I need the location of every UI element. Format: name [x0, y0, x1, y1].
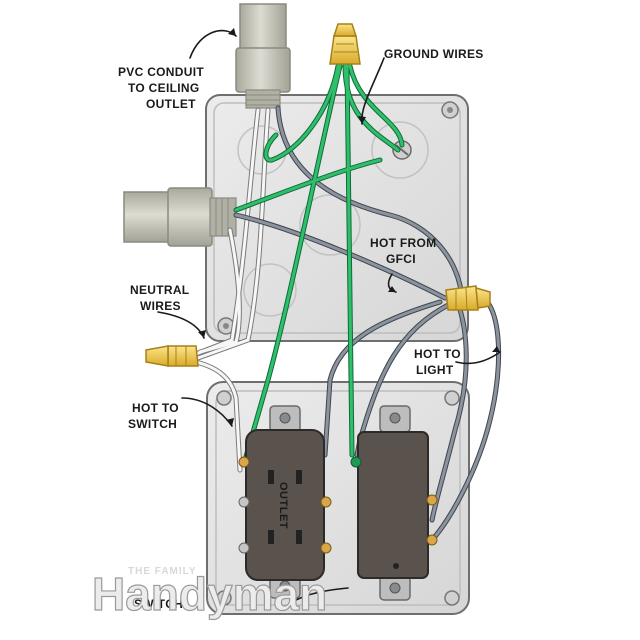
- label-hot-to-light: HOT TO LIGHT: [414, 347, 461, 377]
- label-hot-from-gfci: HOT FROM GFCI: [370, 236, 436, 266]
- watermark-brand: Handyman: [92, 568, 327, 620]
- label-pvc-conduit: PVC CONDUIT TO CEILING OUTLET: [118, 65, 204, 111]
- label-hot-to-light-line-1: HOT TO: [414, 347, 461, 361]
- label-hot-to-light-line-2: LIGHT: [416, 363, 454, 377]
- ground-wires: [233, 63, 405, 463]
- label-hot-to-switch-line-1: HOT TO: [132, 401, 179, 415]
- wire-nut-neutral: [145, 345, 199, 367]
- label-hot-from-gfci-line-1: HOT FROM: [370, 236, 436, 250]
- outlet-device: OUTLET: [238, 405, 332, 599]
- label-neutral-line-1: NEUTRAL: [130, 283, 189, 297]
- watermark: THE FAMILY SWITCH Handyman: [91, 566, 327, 621]
- watermark-small: THE FAMILY: [128, 566, 197, 577]
- label-pvc-line-1: PVC CONDUIT: [118, 65, 204, 79]
- label-ground-wires: GROUND WIRES: [384, 47, 484, 61]
- label-hot-from-gfci-line-2: GFCI: [386, 252, 416, 266]
- wire-nut-ground: [329, 23, 361, 65]
- side-conduit: [123, 187, 237, 247]
- label-hot-to-switch-line-2: SWITCH: [128, 417, 177, 431]
- label-switch: SWITCH: [134, 597, 183, 611]
- label-pvc-line-3: OUTLET: [146, 97, 196, 111]
- label-pvc-line-2: TO CEILING: [128, 81, 199, 95]
- switch-device: [350, 405, 438, 601]
- label-neutral-line-2: WIRES: [140, 299, 181, 313]
- label-neutral-wires: NEUTRAL WIRES: [130, 283, 189, 313]
- wire-nut-hot: [445, 285, 491, 311]
- neutral-wires: [193, 107, 271, 473]
- hot-wires: [233, 105, 502, 543]
- label-hot-to-switch: HOT TO SWITCH: [128, 401, 179, 431]
- top-conduit: [235, 3, 291, 109]
- outlet-label: OUTLET: [277, 482, 289, 529]
- callout-arrowheads: [198, 28, 500, 426]
